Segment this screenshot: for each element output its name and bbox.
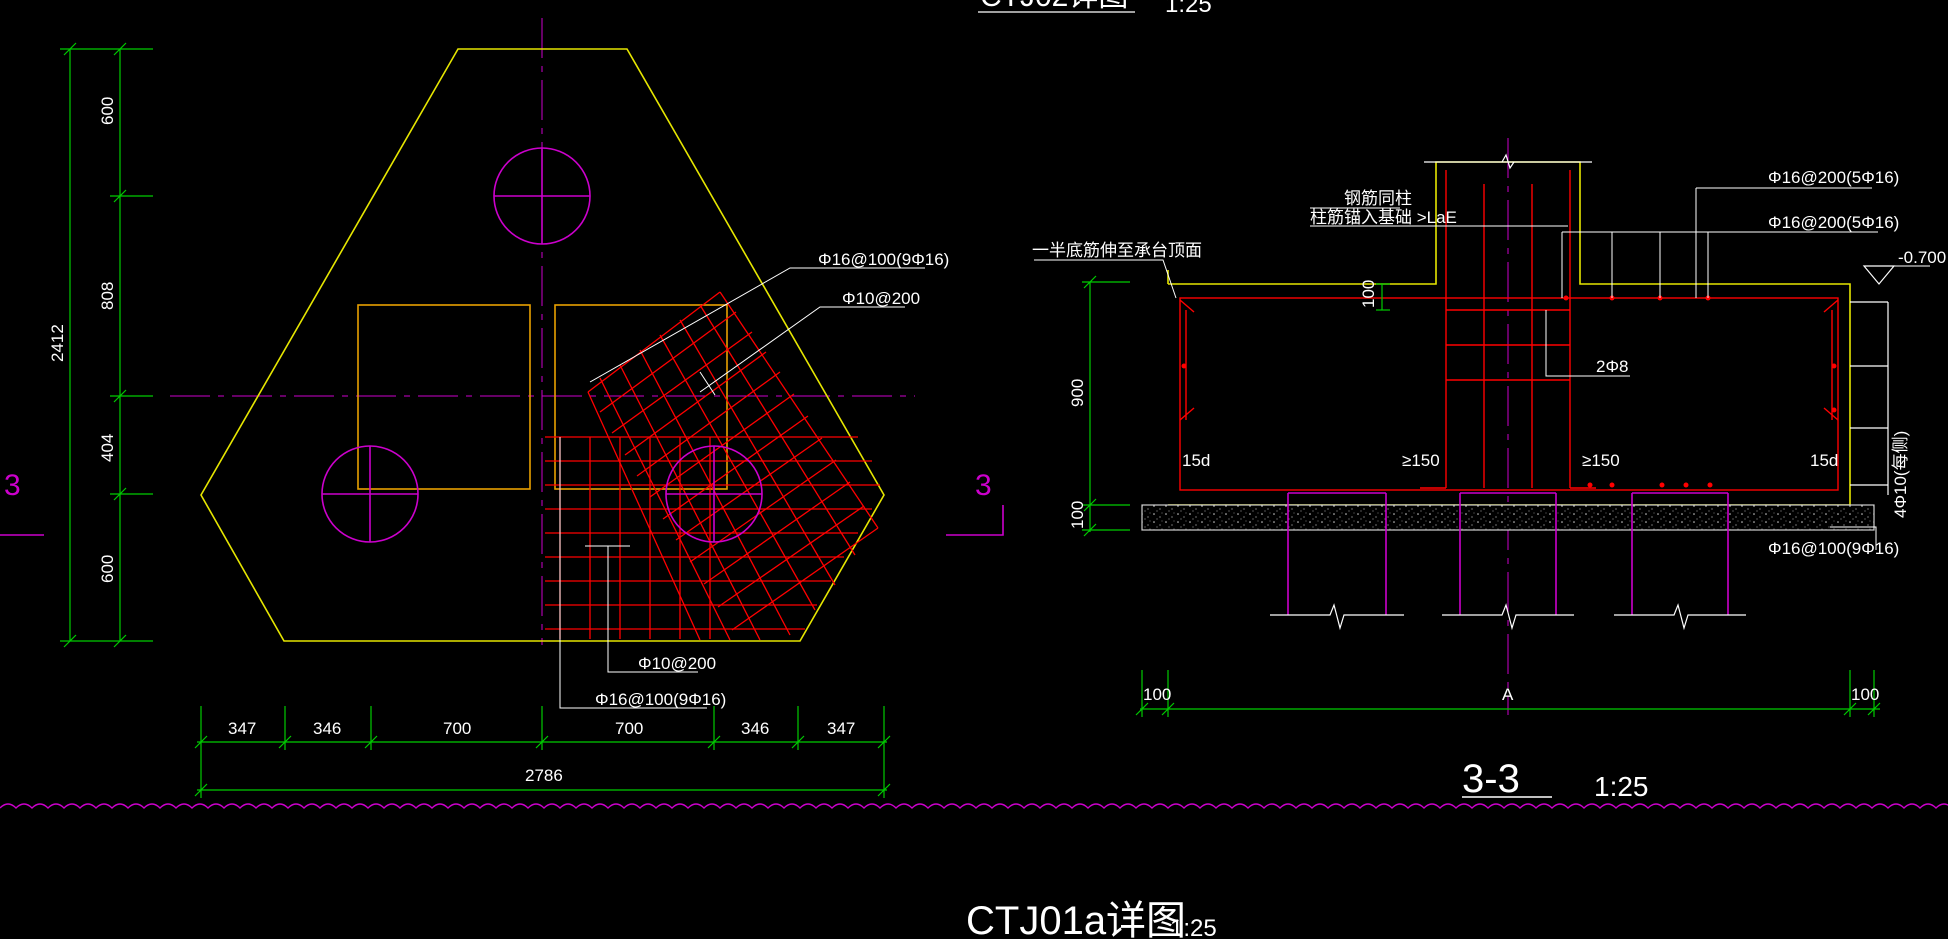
stirrup-label: 2Φ8 [1596,357,1628,376]
section-mark-left: 3 [0,469,44,536]
blinding-layer [1141,504,1875,531]
dim-v-total: 2412 [48,324,67,362]
footer-title-text: CTJ01a详图 [966,899,1186,939]
plan-rebar-label-3: Φ10@200 [638,654,716,673]
note-bottom-bar: 一半底筋伸至承台顶面 [1032,241,1202,260]
rebar-mesh-diagonal [587,291,879,641]
section-view: 一半底筋伸至承台顶面 钢筋同柱 柱筋锚入基础 >LaE Φ16@200(5Φ16… [1032,138,1946,802]
column-right [554,304,728,490]
cap-rebar-cage [1179,297,1839,491]
plan-rebar-label-4: Φ16@100(9Φ16) [595,690,726,709]
plan-leaders [559,267,925,709]
len-15d-right: 15d [1810,451,1838,470]
rebar-bottom-label: Φ16@100(9Φ16) [1768,539,1899,558]
rebar-top-2: Φ16@200(5Φ16) [1768,213,1899,232]
dim-h-total: 2786 [525,766,563,785]
dim-100-bot: 100 [1068,501,1087,529]
cap-outline [200,48,885,642]
len-150-left: ≥150 [1402,451,1440,470]
rebar-dots [1181,295,1837,488]
dim-v-404: 404 [98,434,117,462]
elevation-label: -0.700 [1898,248,1946,267]
section-dim-horizontal [1135,670,1881,717]
rebar-mesh-horizontal [545,436,880,639]
dim-v-600-top: 600 [98,97,117,125]
dim-100-top: 100 [1359,280,1378,308]
footer-title: CTJ01a详图 1:25 [966,899,1217,939]
dim-h-700-right: 700 [615,719,643,738]
plan-rebar-label-1: Φ16@100(9Φ16) [818,250,949,269]
len-15d-left: 15d [1182,451,1210,470]
section-scale: 1:25 [1594,771,1649,802]
plan-dim-vertical [60,42,153,648]
section-mark-right: 3 [946,469,1004,536]
dim-h-346-right: 346 [741,719,769,738]
note-col-2: 柱筋锚入基础 >LaE [1310,208,1457,227]
dim-h-700-left: 700 [443,719,471,738]
top-cut-title: CTJ02详图 1:25 [978,0,1212,18]
dim-bottom-mid: A [1502,685,1514,704]
dim-h-347-left: 347 [228,719,256,738]
plan-dim-horizontal [194,706,891,798]
plan-rebar-label-2: Φ10@200 [842,289,920,308]
plan-view: Φ16@100(9Φ16) Φ10@200 Φ10@200 Φ16@100(9Φ… [0,18,1004,798]
rebar-top-1: Φ16@200(5Φ16) [1768,168,1899,187]
section-title: 3-3 [1462,757,1520,801]
side-bars-label: 4Φ10(每侧) [1891,431,1910,518]
top-title-text: CTJ02详图 [980,0,1128,13]
section-cap-outline [1168,161,1851,506]
dim-h-346-left: 346 [313,719,341,738]
dim-v-808: 808 [98,282,117,310]
dim-900: 900 [1068,379,1087,407]
column-rebar [1420,170,1596,489]
section-dim-vertical [1082,275,1390,537]
column-left [357,304,531,490]
piles-plan [321,147,763,543]
svg-text:3: 3 [975,469,992,502]
svg-text:3: 3 [4,469,21,502]
dim-bottom-left: 100 [1143,685,1171,704]
pile-break-lines [1270,603,1746,631]
revision-cloud-line [0,803,1948,809]
dim-h-347-right: 347 [827,719,855,738]
len-150-right: ≥150 [1582,451,1620,470]
note-col-1: 钢筋同柱 [1344,189,1412,208]
footer-scale-text: 1:25 [1170,915,1217,939]
side-bars [1850,301,1889,495]
piles-section [1287,492,1729,615]
dim-v-600-bot: 600 [98,555,117,583]
dim-bottom-right: 100 [1851,685,1879,704]
elevation-marker [1862,265,1896,285]
top-scale-text: 1:25 [1165,0,1212,18]
